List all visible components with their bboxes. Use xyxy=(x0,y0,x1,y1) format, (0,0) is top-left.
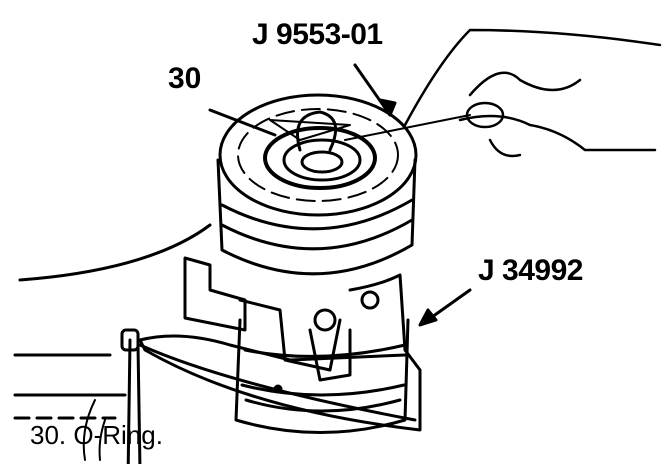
leader-30 xyxy=(208,108,277,137)
callout-j9553-01: J 9553-01 xyxy=(252,18,383,51)
arrow-j34992 xyxy=(418,308,438,327)
legend-caption: 30. O-Ring. xyxy=(30,420,163,450)
oring xyxy=(296,110,338,152)
hand-outline-left xyxy=(18,223,212,282)
arrow-j9553 xyxy=(378,98,397,117)
holder-fixture xyxy=(13,328,422,464)
hand-outline-right xyxy=(344,28,662,158)
clutch-pulley xyxy=(216,93,418,276)
callout-30: 30 xyxy=(168,62,202,95)
compressor-body xyxy=(234,318,410,434)
hand-outline-lower xyxy=(82,399,106,461)
callout-j34992: J 34992 xyxy=(478,254,583,287)
mounting-bracket xyxy=(183,256,407,382)
